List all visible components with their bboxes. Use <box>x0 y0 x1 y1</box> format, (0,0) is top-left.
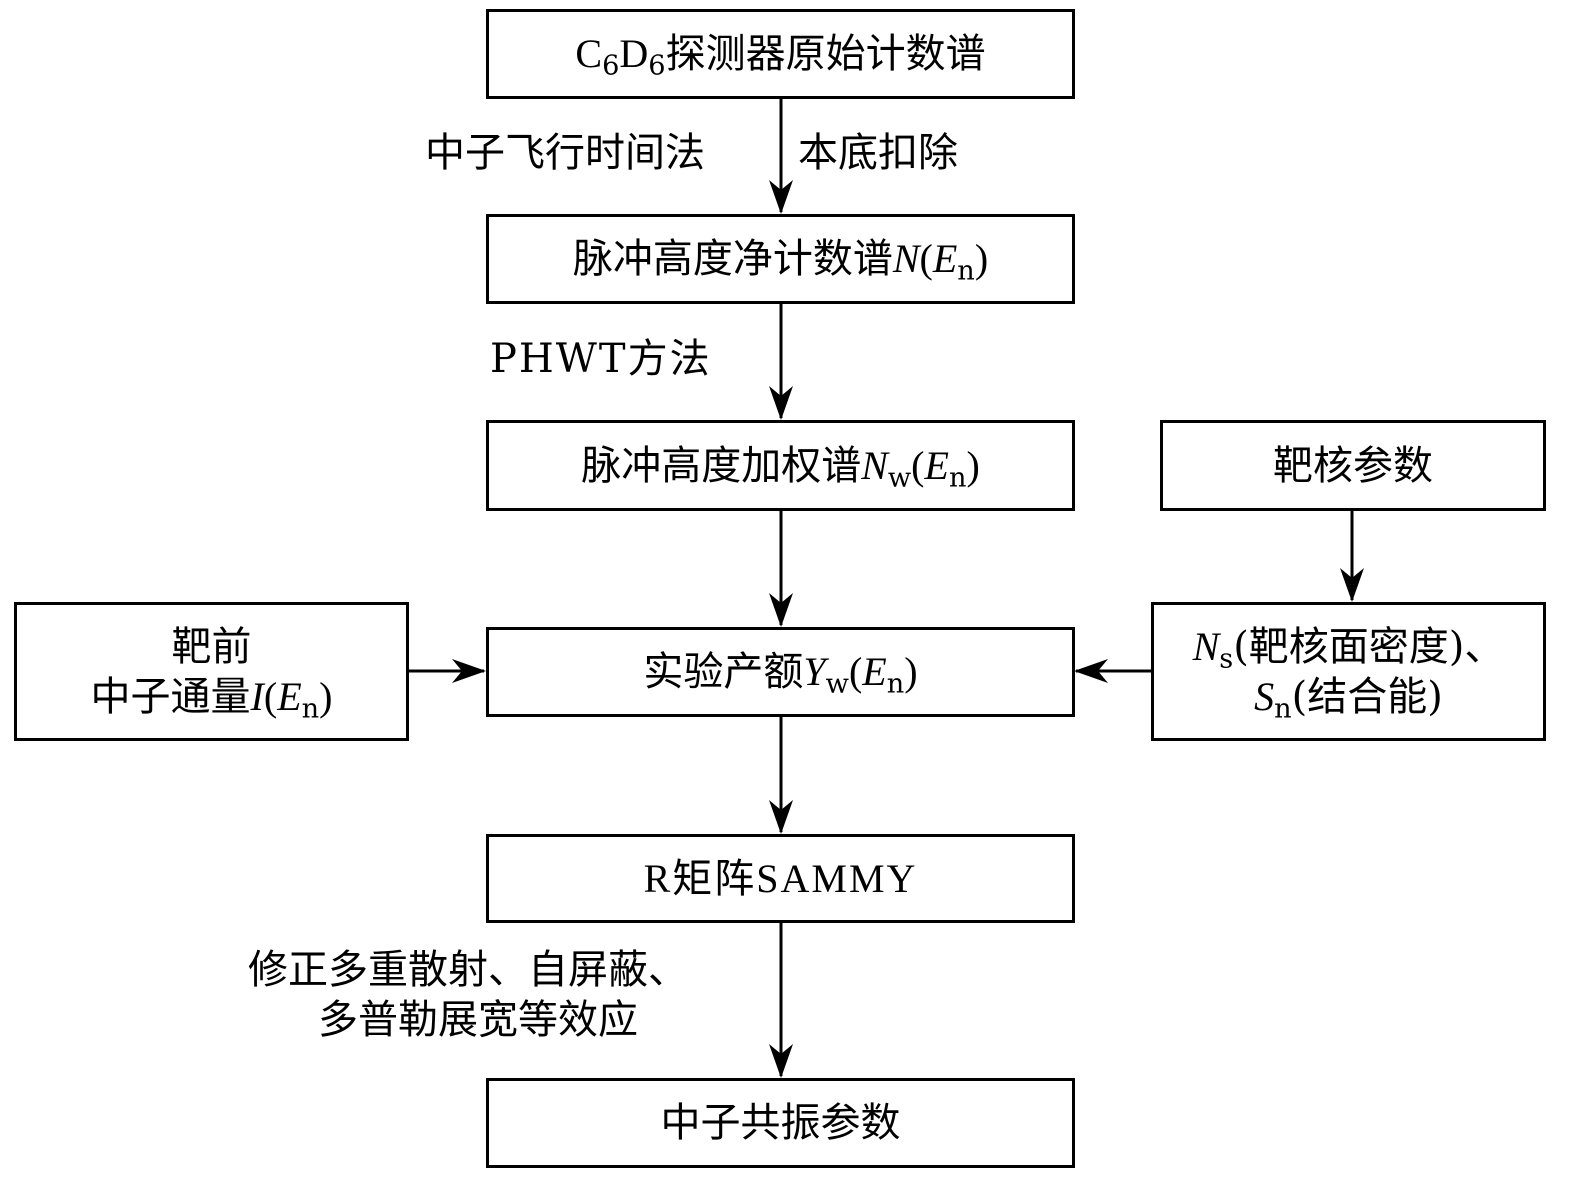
n-symbol: N <box>892 236 920 281</box>
arrowhead-net <box>769 180 793 214</box>
y-symbol: Y <box>803 649 826 694</box>
edge-label-corrections: 修正多重散射、自屏蔽、 多普勒展宽等效应 <box>248 945 768 1045</box>
c-symbol: C <box>575 31 603 76</box>
node-target-density: Ns(靶核面密度)、 Sn(结合能) <box>1151 602 1546 741</box>
resonance-params-label: 中子共振参数 <box>660 1100 901 1146</box>
e-symbol: E <box>932 236 958 281</box>
node-resonance-params: 中子共振参数 <box>486 1078 1075 1168</box>
arrowhead-density <box>1340 568 1364 602</box>
neutron-flux-line1: 靶前 <box>171 623 252 670</box>
weighted-spectrum-label: 脉冲高度加权谱Nw(En) <box>581 442 980 494</box>
node-target-params: 靶核参数 <box>1160 420 1546 511</box>
arrowhead-sammy <box>769 800 793 834</box>
yield-text: 实验产额 <box>643 649 804 695</box>
neutron-flux-text: 中子通量 <box>90 673 251 720</box>
net-spectrum-label: 脉冲高度净计数谱N(En) <box>572 236 989 287</box>
neutron-flux-line2: 中子通量I(En) <box>90 673 333 725</box>
ns-symbol: N <box>1192 623 1220 669</box>
n-symbol: N <box>861 442 888 488</box>
sammy-label: R矩阵SAMMY <box>644 854 918 904</box>
e-symbol: E <box>862 649 887 694</box>
w-subscript: w <box>825 668 849 700</box>
n-subscript: n <box>1274 693 1292 725</box>
target-params-label: 靶核参数 <box>1273 442 1433 489</box>
target-density-line1: Ns(靶核面密度)、 <box>1192 622 1505 675</box>
node-weighted-spectrum: 脉冲高度加权谱Nw(En) <box>486 420 1075 511</box>
e-subscript: n <box>886 668 905 700</box>
s-subscript: s <box>1219 643 1234 675</box>
d-subscript: 6 <box>648 50 666 82</box>
sn-symbol: S <box>1254 673 1275 719</box>
arrowhead-yield-left <box>452 659 486 683</box>
e-symbol: E <box>277 673 302 719</box>
phwt-text: PHWT方法 <box>490 336 712 382</box>
weighted-spectrum-text: 脉冲高度加权谱 <box>581 442 862 489</box>
raw-spectrum-text: 探测器原始计数谱 <box>665 31 986 77</box>
arrowhead-weighted <box>769 386 793 420</box>
node-raw-spectrum: C6D6探测器原始计数谱 <box>486 9 1075 99</box>
binding-energy-text: (结合能) <box>1291 673 1443 720</box>
target-density-line2: Sn(结合能) <box>1254 672 1443 725</box>
corrections-line2: 多普勒展宽等效应 <box>318 997 638 1043</box>
e-subscript: n <box>301 693 320 725</box>
target-density-text: (靶核面密度)、 <box>1233 623 1505 670</box>
e-subscript: n <box>948 462 967 494</box>
arrowhead-yield-top <box>769 593 793 627</box>
yield-label: 实验产额Yw(En) <box>643 649 918 700</box>
node-sammy: R矩阵SAMMY <box>486 834 1075 923</box>
d-symbol: D <box>619 31 649 76</box>
edge-label-tof: 中子飞行时间法 <box>425 130 705 176</box>
edge-label-background: 本底扣除 <box>798 130 958 176</box>
i-symbol: I <box>250 673 264 719</box>
node-yield: 实验产额Yw(En) <box>486 627 1075 717</box>
net-spectrum-text: 脉冲高度净计数谱 <box>572 236 893 282</box>
e-subscript: n <box>957 255 975 287</box>
e-symbol: E <box>924 442 949 488</box>
edge-label-phwt: PHWT方法 <box>490 334 712 384</box>
c-subscript: 6 <box>602 50 620 82</box>
node-neutron-flux: 靶前 中子通量I(En) <box>14 602 409 741</box>
arrowhead-resonance <box>769 1044 793 1078</box>
w-subscript: w <box>887 462 912 494</box>
node-net-spectrum: 脉冲高度净计数谱N(En) <box>486 214 1075 304</box>
raw-spectrum-label: C6D6探测器原始计数谱 <box>575 29 986 82</box>
sammy-text: R矩阵SAMMY <box>643 855 918 901</box>
arrowhead-yield-right <box>1074 659 1108 683</box>
corrections-line1: 修正多重散射、自屏蔽、 <box>248 947 688 993</box>
